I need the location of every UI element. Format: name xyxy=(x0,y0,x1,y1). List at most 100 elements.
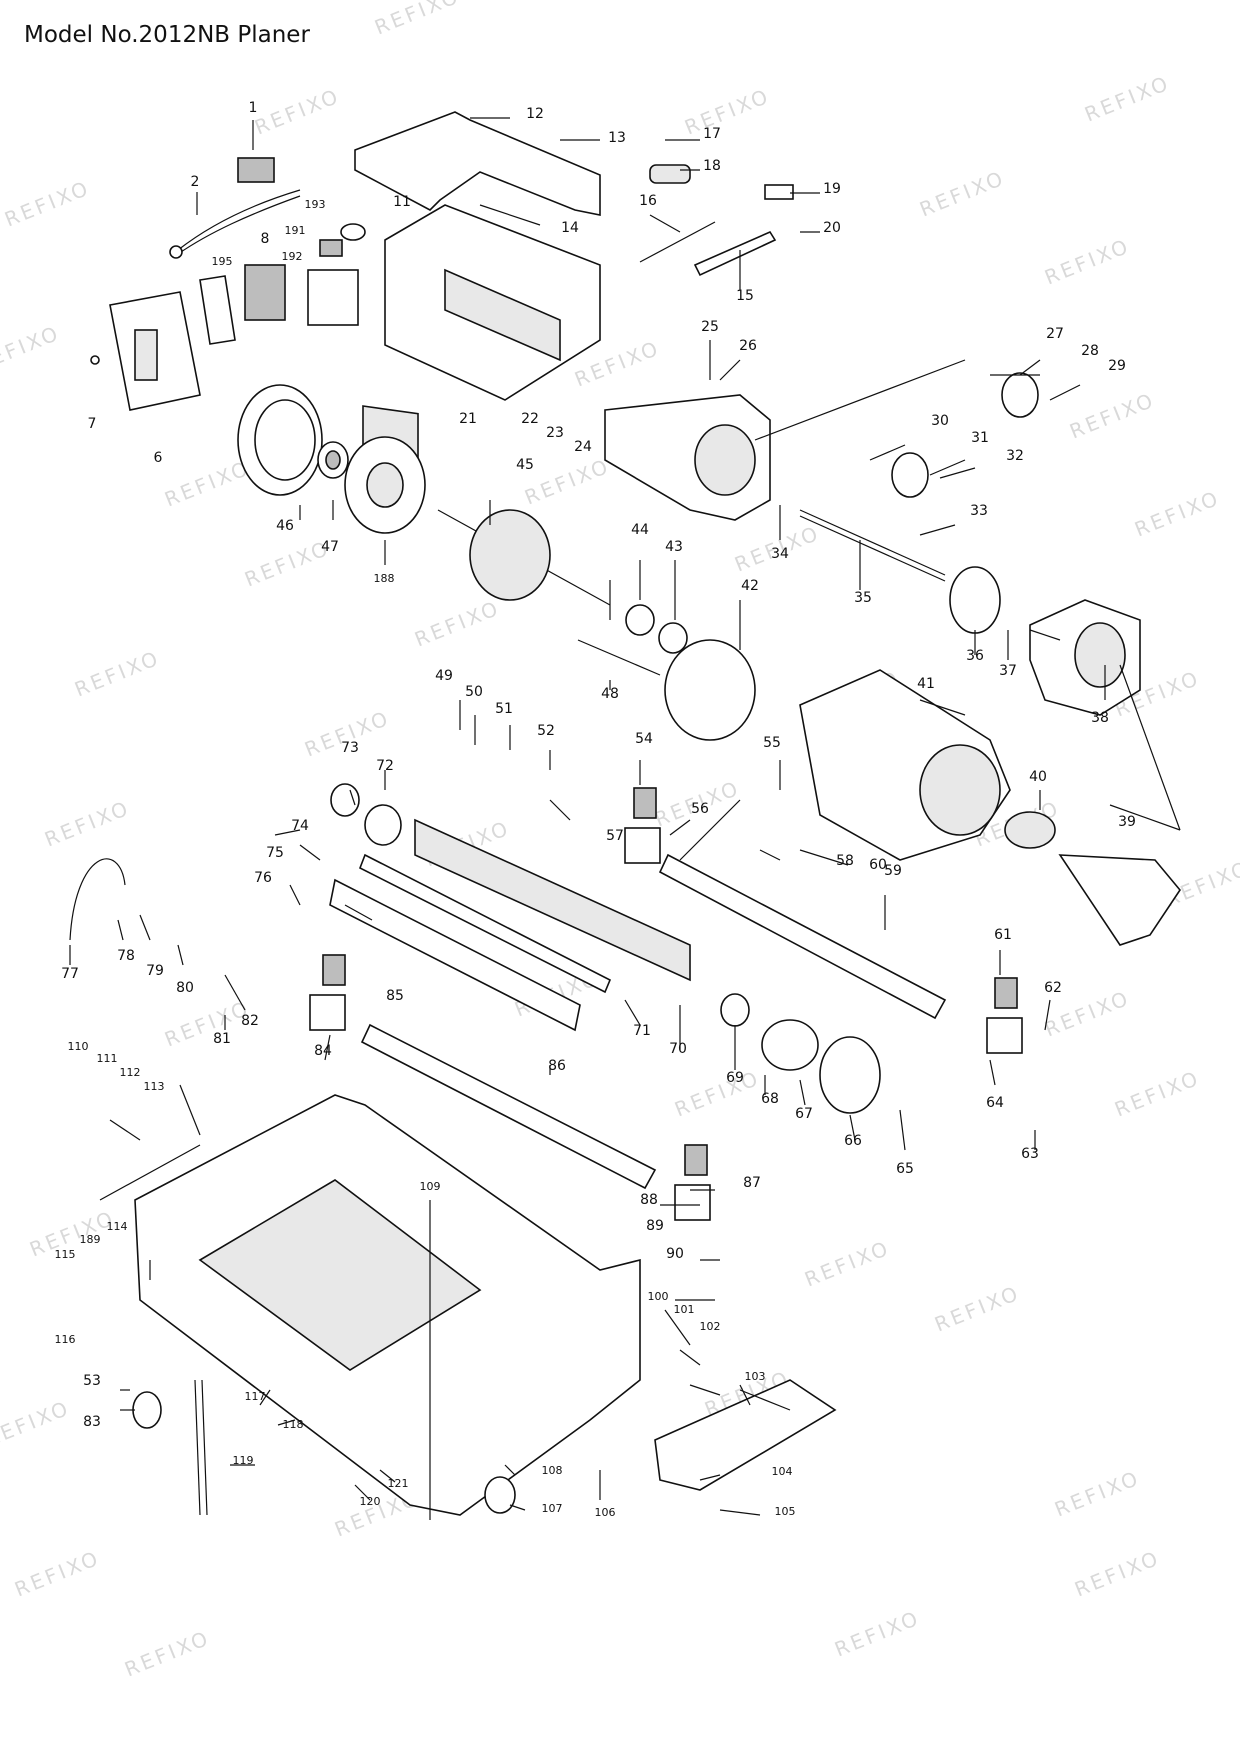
part-label-17: 17 xyxy=(703,126,721,142)
watermark-text: REFIXO xyxy=(521,454,614,510)
part-label-116: 116 xyxy=(55,1333,76,1346)
part-label-56: 56 xyxy=(691,801,709,817)
part-label-29: 29 xyxy=(1108,358,1126,374)
parts-drawing xyxy=(69,111,1181,1516)
watermark-text: REFIXO xyxy=(41,796,134,852)
part-label-78: 78 xyxy=(117,948,135,964)
part-label-105: 105 xyxy=(775,1505,796,1518)
leader-lines xyxy=(69,117,1181,1520)
part-label-13: 13 xyxy=(608,130,626,146)
part-label-46: 46 xyxy=(276,518,294,534)
part-label-41: 41 xyxy=(917,676,935,692)
part-label-114: 114 xyxy=(107,1220,128,1233)
part-label-36: 36 xyxy=(966,648,984,664)
part-label-62: 62 xyxy=(1044,980,1062,996)
watermark-text: REFIXO xyxy=(241,536,334,592)
watermark-text: REFIXO xyxy=(1051,1466,1144,1522)
part-label-7: 7 xyxy=(88,416,97,432)
part-label-100: 100 xyxy=(648,1290,669,1303)
part-label-59: 59 xyxy=(884,863,902,879)
part-label-6: 6 xyxy=(154,450,163,466)
part-label-31: 31 xyxy=(971,430,989,446)
part-label-16: 16 xyxy=(639,193,657,209)
part-label-107: 107 xyxy=(542,1502,563,1515)
watermark-text: REFIXO xyxy=(831,1606,924,1662)
part-label-65: 65 xyxy=(896,1161,914,1177)
part-label-117: 117 xyxy=(245,1390,266,1403)
part-label-89: 89 xyxy=(646,1218,664,1234)
part-label-20: 20 xyxy=(823,220,841,236)
watermark-text: REFIXO xyxy=(0,321,64,377)
part-label-2: 2 xyxy=(191,174,200,190)
part-label-81: 81 xyxy=(213,1031,231,1047)
watermark-text: REFIXO xyxy=(801,1236,894,1292)
part-label-42: 42 xyxy=(741,578,759,594)
part-label-45: 45 xyxy=(516,457,534,473)
watermark-text: REFIXO xyxy=(681,84,774,140)
part-label-188: 188 xyxy=(374,572,395,585)
part-label-39: 39 xyxy=(1118,814,1136,830)
part-label-75: 75 xyxy=(266,845,284,861)
part-label-61: 61 xyxy=(994,927,1012,943)
part-label-63: 63 xyxy=(1021,1146,1039,1162)
part-label-121: 121 xyxy=(388,1477,409,1490)
part-label-25: 25 xyxy=(701,319,719,335)
part-label-70: 70 xyxy=(669,1041,687,1057)
watermark-text: REFIXO xyxy=(71,646,164,702)
part-label-57: 57 xyxy=(606,828,624,844)
part-label-27: 27 xyxy=(1046,326,1064,342)
part-label-51: 51 xyxy=(495,701,513,717)
part-label-109: 109 xyxy=(420,1180,441,1193)
part-label-83: 83 xyxy=(83,1414,101,1430)
watermark-text: REFIXO xyxy=(1071,1546,1164,1602)
part-label-68: 68 xyxy=(761,1091,779,1107)
watermark-text: REFIXO xyxy=(411,596,504,652)
part-label-112: 112 xyxy=(120,1066,141,1079)
part-label-24: 24 xyxy=(574,439,592,455)
watermark-text: REFIXO xyxy=(371,0,464,40)
part-label-30: 30 xyxy=(931,413,949,429)
part-label-77: 77 xyxy=(61,966,79,982)
part-label-50: 50 xyxy=(465,684,483,700)
part-label-23: 23 xyxy=(546,425,564,441)
part-label-106: 106 xyxy=(595,1506,616,1519)
watermark-text: REFIXO xyxy=(1066,388,1159,444)
part-label-34: 34 xyxy=(771,546,789,562)
part-label-43: 43 xyxy=(665,539,683,555)
part-label-28: 28 xyxy=(1081,343,1099,359)
part-label-82: 82 xyxy=(241,1013,259,1029)
part-label-108: 108 xyxy=(542,1464,563,1477)
watermark-text: REFIXO xyxy=(931,1281,1024,1337)
part-label-67: 67 xyxy=(795,1106,813,1122)
part-label-53: 53 xyxy=(83,1373,101,1389)
part-label-193: 193 xyxy=(305,198,326,211)
part-label-111: 111 xyxy=(97,1052,118,1065)
part-label-12: 12 xyxy=(526,106,544,122)
part-label-47: 47 xyxy=(321,539,339,555)
part-label-189: 189 xyxy=(80,1233,101,1246)
part-label-88: 88 xyxy=(640,1192,658,1208)
part-label-113: 113 xyxy=(144,1080,165,1093)
part-label-86: 86 xyxy=(548,1058,566,1074)
part-label-60: 60 xyxy=(869,857,887,873)
part-label-11: 11 xyxy=(393,194,411,210)
part-label-1: 1 xyxy=(249,100,258,116)
part-label-8: 8 xyxy=(261,231,270,247)
part-label-14: 14 xyxy=(561,220,579,236)
part-label-32: 32 xyxy=(1006,448,1024,464)
part-label-37: 37 xyxy=(999,663,1017,679)
part-label-38: 38 xyxy=(1091,710,1109,726)
part-label-54: 54 xyxy=(635,731,653,747)
watermark-text: REFIXO xyxy=(916,166,1009,222)
part-label-74: 74 xyxy=(291,818,309,834)
part-label-40: 40 xyxy=(1029,769,1047,785)
watermark-text: REFIXO xyxy=(1111,1066,1204,1122)
watermark-text: REFIXO xyxy=(161,456,254,512)
part-label-85: 85 xyxy=(386,988,404,1004)
watermark-text: REFIXO xyxy=(0,1396,74,1452)
part-label-118: 118 xyxy=(283,1418,304,1431)
watermark-text: REFIXO xyxy=(161,996,254,1052)
watermark-text: REFIXO xyxy=(1081,71,1174,127)
watermark-text: REFIXO xyxy=(1041,234,1134,290)
part-label-119: 119 xyxy=(233,1454,254,1467)
